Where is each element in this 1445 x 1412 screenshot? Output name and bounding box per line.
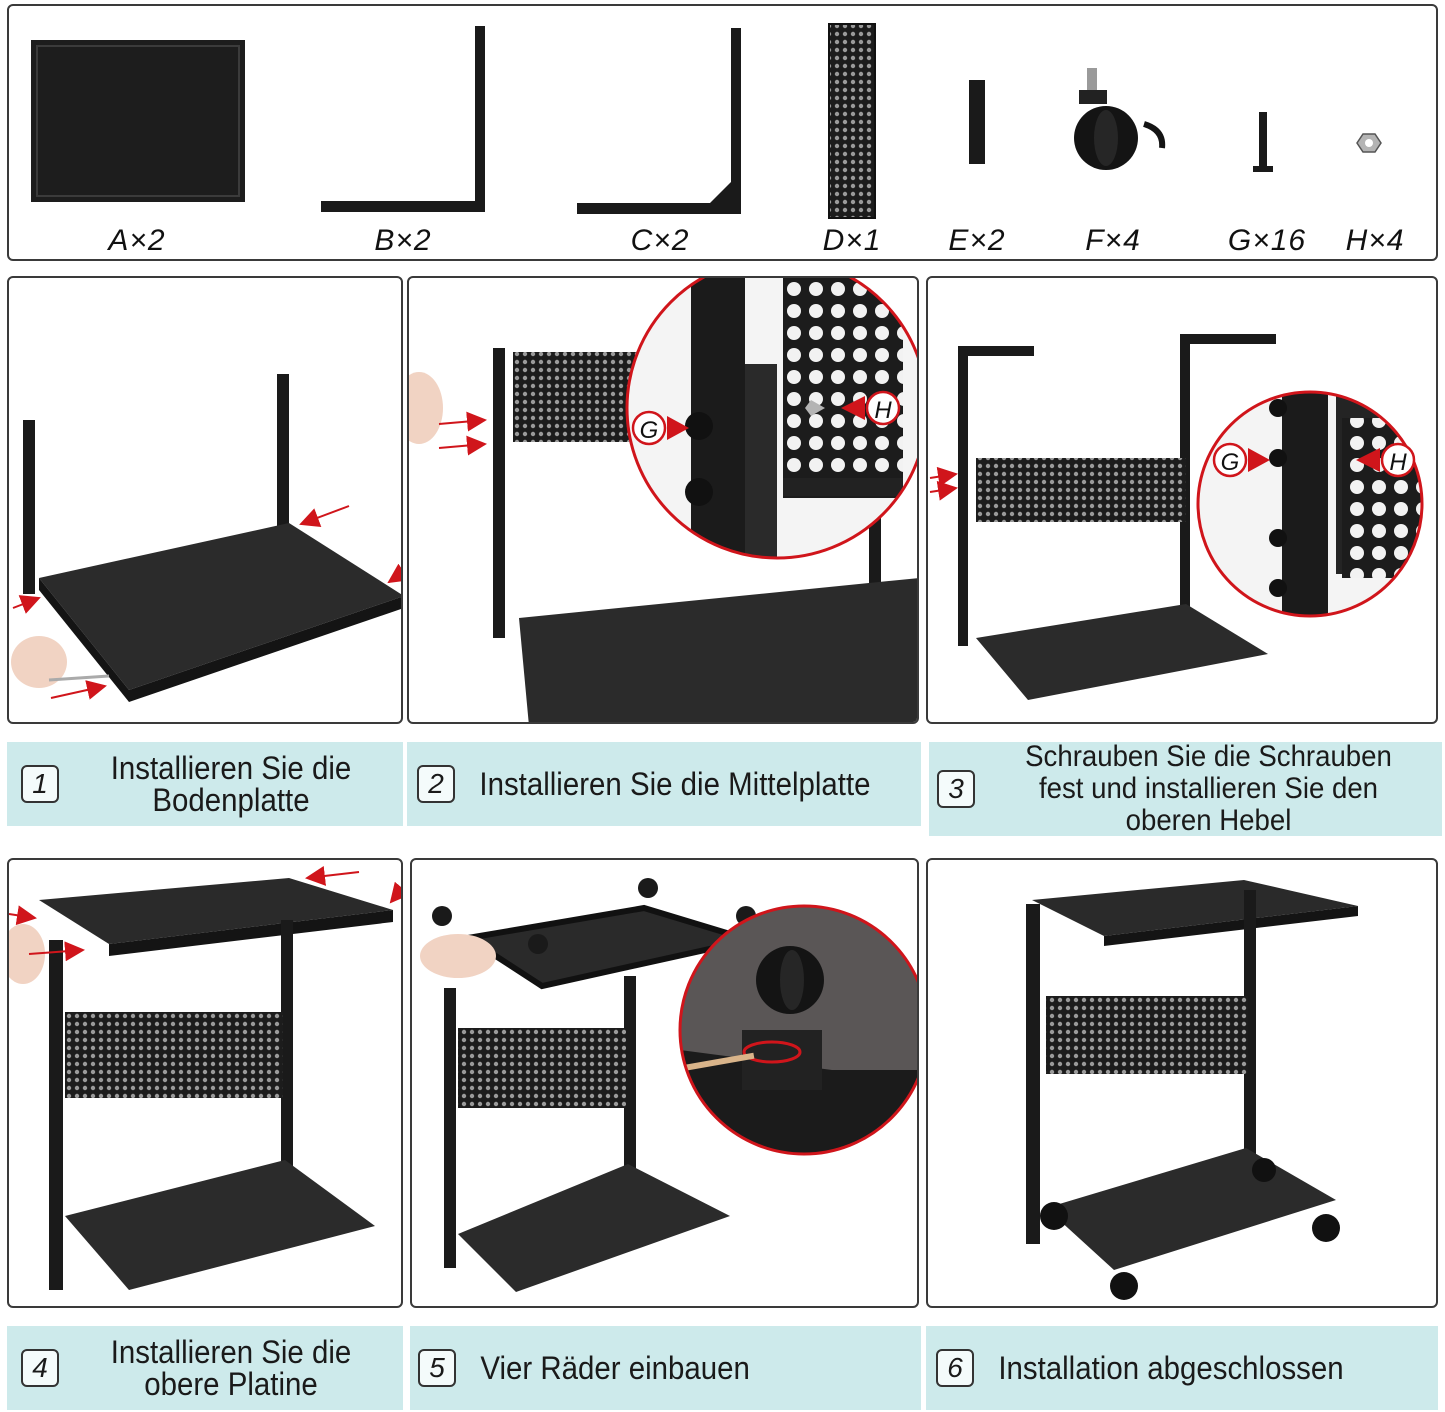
- part-label-a: A×2: [108, 224, 166, 257]
- part-h-nut: [1356, 133, 1382, 153]
- step-2-drawing: G H: [409, 278, 917, 722]
- step-1-caption-line-2: Bodenplatte: [152, 782, 310, 818]
- nut-callout-h: H: [841, 390, 901, 426]
- step-4-caption: 4 Installieren Sie die obere Platine: [7, 1326, 403, 1410]
- step-1-caption: 1 Installieren Sie die Bodenplatte: [7, 742, 403, 826]
- callout-g-label: G: [640, 417, 659, 444]
- part-label-d: D×1: [822, 224, 882, 257]
- step-3-caption-line-1: Schrauben Sie die Schrauben: [1025, 740, 1392, 773]
- parts-list-panel: A×2 B×2 C×2 D×1 E×2 F×4 G×16 H×4: [7, 4, 1438, 261]
- part-label-b: B×2: [374, 224, 432, 257]
- part-label-c: C×2: [630, 224, 690, 257]
- step-3-caption-line-2: fest und installieren Sie den: [1038, 772, 1379, 805]
- step-2-zoom-detail: [627, 278, 917, 558]
- part-label-g: G×16: [1227, 224, 1307, 257]
- part-label-e: E×2: [948, 224, 1006, 257]
- step-2-caption-text: Installieren Sie die Mittelplatte: [479, 766, 871, 802]
- step-1-number: 1: [21, 765, 59, 803]
- step-1-drawing: [11, 374, 401, 702]
- callout-h-label: H: [874, 397, 892, 424]
- step-6-illustration: [926, 858, 1438, 1308]
- step-6-drawing: [1026, 880, 1358, 1300]
- step-2-number: 2: [417, 765, 455, 803]
- step-2-caption: 2 Installieren Sie die Mittelplatte: [407, 742, 921, 826]
- step-5-number: 5: [418, 1349, 456, 1387]
- step-5-illustration: [410, 858, 919, 1308]
- part-d-mesh-panel: [828, 23, 876, 219]
- part-e-connector: [969, 80, 985, 164]
- step-4-caption-line-1: Installieren Sie die: [110, 1334, 352, 1370]
- step-6-number: 6: [936, 1349, 974, 1387]
- part-f-caster-wheel: [1074, 68, 1166, 170]
- step-3-caption-text: Schrauben Sie die Schrauben fest und ins…: [994, 741, 1424, 837]
- step-3-drawing: G H: [929, 334, 1424, 700]
- step-3-callout-g-label: G: [1221, 449, 1240, 476]
- part-c-bracket: [577, 28, 741, 214]
- part-b-bracket: [321, 26, 485, 212]
- step-1-illustration: [7, 276, 403, 724]
- part-a-plate: [31, 40, 245, 202]
- step-5-zoom-detail: [680, 906, 917, 1154]
- step-3-zoom-detail: [1198, 392, 1422, 616]
- step-4-illustration: [7, 858, 403, 1308]
- parts-illustrations: [31, 23, 1382, 219]
- step-3-illustration: G H: [926, 276, 1438, 724]
- step-4-caption-line-2: obere Platine: [144, 1366, 318, 1402]
- step-5-drawing: [420, 878, 917, 1292]
- step-4-caption-text: Installieren Sie die obere Platine: [73, 1336, 389, 1400]
- step-3-number: 3: [937, 770, 975, 808]
- step-1-caption-text: Installieren Sie die Bodenplatte: [73, 752, 389, 816]
- step-4-drawing: [9, 866, 401, 1290]
- step-5-caption: 5 Vier Räder einbauen: [410, 1326, 921, 1410]
- part-label-f: F×4: [1085, 224, 1141, 257]
- step-6-caption: 6 Installation abgeschlossen: [926, 1326, 1438, 1410]
- step-4-number: 4: [21, 1349, 59, 1387]
- part-label-h: H×4: [1345, 224, 1405, 257]
- step-6-caption-text: Installation abgeschlossen: [998, 1350, 1344, 1386]
- step-3-nut-callout-h: H: [1356, 442, 1416, 478]
- step-1-caption-line-1: Installieren Sie die: [110, 750, 352, 786]
- step-3-caption: 3 Schrauben Sie die Schrauben fest und i…: [929, 741, 1442, 837]
- step-5-caption-text: Vier Räder einbauen: [480, 1350, 750, 1386]
- screw-callout-g: G: [631, 410, 689, 446]
- step-3-callout-h-label: H: [1389, 449, 1407, 476]
- step-2-illustration: G H: [407, 276, 919, 724]
- part-g-screw: [1253, 112, 1273, 172]
- step-3-screw-callout-g: G: [1212, 442, 1270, 478]
- step-3-caption-line-3: oberen Hebel: [1125, 804, 1292, 837]
